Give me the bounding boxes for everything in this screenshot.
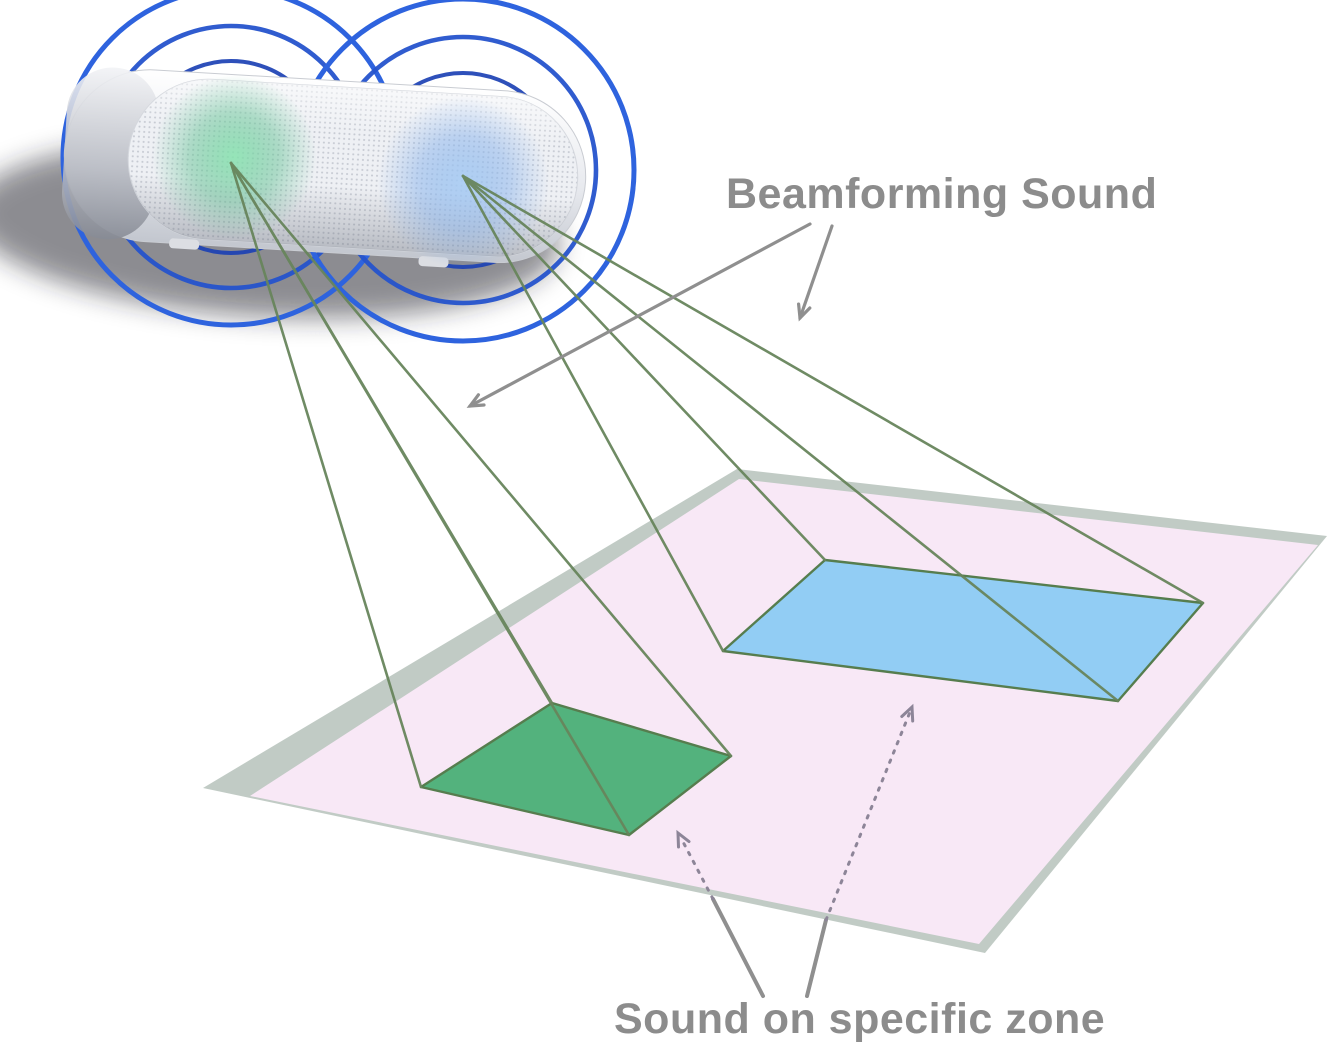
leader-arrowhead-icon: [466, 393, 486, 408]
speaker-foot-left: [169, 238, 200, 250]
driver-glow-green: [152, 74, 317, 239]
beam-line: [461, 174, 1205, 605]
beamforming-sound-label: Beamforming Sound: [726, 170, 1157, 218]
beam-line: [461, 174, 725, 653]
leader-line-dotted: [824, 710, 912, 922]
beam-lines-icon: [229, 161, 1205, 837]
beam-line: [229, 161, 631, 837]
floor-plane: [250, 479, 1318, 944]
sound-specific-zone-label: Sound on specific zone: [614, 995, 1105, 1043]
beam-line: [229, 161, 423, 789]
leader-line: [798, 224, 834, 320]
floor-group: [203, 469, 1327, 953]
leader-line-solid: [805, 918, 828, 998]
speaker-icon: [62, 67, 587, 269]
leader-line-dotted: [679, 836, 715, 901]
beam-line: [461, 174, 1120, 703]
leader-arrowhead-icon: [676, 829, 691, 849]
beamforming-leader-lines: [466, 222, 834, 408]
leader-line-solid: [711, 897, 765, 998]
speaker-end-cap: [62, 67, 159, 240]
beam-line: [229, 161, 733, 758]
driver-glow-blue: [377, 96, 550, 269]
leader-line: [468, 222, 812, 408]
leader-arrowhead-icon: [900, 703, 915, 723]
zone-leader-lines: [676, 703, 915, 998]
beam-line: [461, 174, 827, 562]
leader-arrowhead-icon: [797, 302, 812, 322]
